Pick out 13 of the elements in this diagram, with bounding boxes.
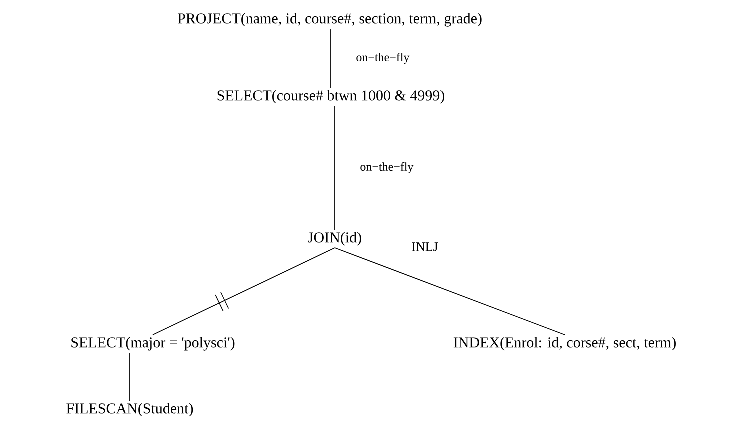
operator-label: SELECT(major = 'polysci') bbox=[72, 337, 235, 351]
operator-label: PROJECT(name, id, course#, section, term, grade) bbox=[178, 13, 482, 27]
operator-label: SELECT(course# btwn 1000 & 4999) bbox=[218, 90, 444, 104]
edge-label: on−the−fly bbox=[356, 52, 410, 64]
operator-label: INDEX(Enrol: id, corse#, sect, term) bbox=[454, 337, 676, 351]
edge-label: on−the−fly bbox=[360, 162, 414, 174]
tree-edge bbox=[334, 106, 336, 230]
tree-edge bbox=[334, 248, 566, 336]
tree-edge bbox=[330, 28, 332, 88]
operator-label: FILESCAN(Student) bbox=[66, 403, 194, 417]
algorithm-label: INLJ bbox=[412, 242, 438, 252]
operator-label: JOIN(id) bbox=[308, 232, 362, 246]
tree-edge bbox=[152, 248, 336, 336]
